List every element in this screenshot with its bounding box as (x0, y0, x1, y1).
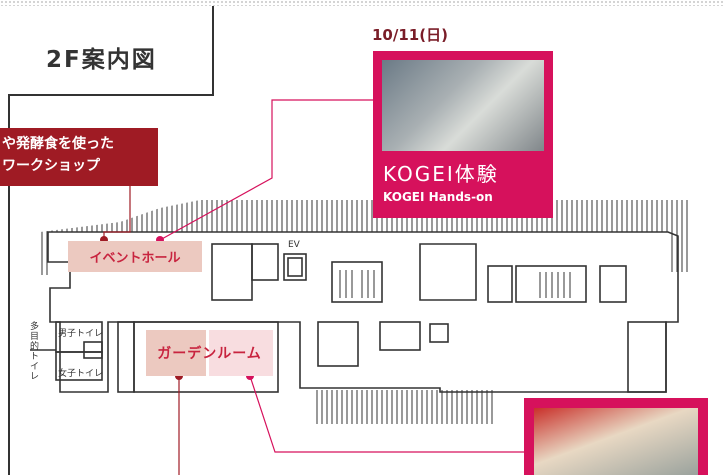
dotted-border (0, 0, 723, 6)
elevator-box (283, 253, 307, 281)
event-date: 10/11(日) (372, 26, 448, 44)
left-rule (8, 96, 10, 475)
mens-toilet-label: 男子トイレ (58, 329, 104, 339)
kogei-subtitle: KOGEI Hands-on (383, 190, 493, 204)
garden-room-bg-a (146, 330, 206, 376)
garden-room-bg-b (209, 330, 273, 376)
garden-room-outline (133, 321, 279, 393)
room-block-3 (419, 243, 477, 301)
painting-card[interactable] (524, 398, 708, 475)
elevator-label: EV (288, 240, 300, 250)
room-block-7 (379, 321, 421, 351)
map-title: 2F案内図 (46, 47, 157, 73)
kogei-card[interactable]: KOGEI体験 KOGEI Hands-on (373, 51, 553, 218)
garden-leader-line (249, 375, 524, 453)
womens-toilet-room (55, 351, 103, 381)
kogei-leader-line (159, 99, 373, 241)
event-hall-label: イベントホール (68, 241, 202, 272)
room-block-4 (487, 265, 513, 303)
room-block-1 (211, 243, 253, 301)
pottery-photo (382, 60, 544, 151)
kogei-title: KOGEI体験 (383, 162, 499, 186)
map-title-box: 2F案内図 (8, 6, 214, 96)
roof-hatch (40, 200, 690, 275)
elevator-inner (287, 257, 303, 277)
room-block-6 (317, 321, 359, 367)
multipurpose-toilet-room (83, 341, 103, 359)
room-block-9 (627, 321, 667, 393)
stair-block (331, 261, 383, 303)
workshop-line-1: や発酵食を使った (2, 136, 114, 152)
room-block-8 (429, 323, 449, 343)
garden-room-label: ガーデンルーム (157, 346, 262, 362)
multipurpose-toilet-label: 多目的トイレ (30, 322, 40, 382)
stair-hatch (316, 390, 496, 424)
painting-photo (534, 408, 698, 475)
womens-toilet-label: 女子トイレ (58, 369, 104, 379)
workshop-label: や発酵食を使った ワークショップ (0, 128, 158, 186)
room-block-2 (251, 243, 279, 281)
service-core (515, 265, 587, 303)
room-block-5 (599, 265, 627, 303)
corridor-strip (117, 321, 135, 393)
workshop-line-2: ワークショップ (2, 158, 100, 174)
workshop-leader-line (103, 186, 131, 240)
